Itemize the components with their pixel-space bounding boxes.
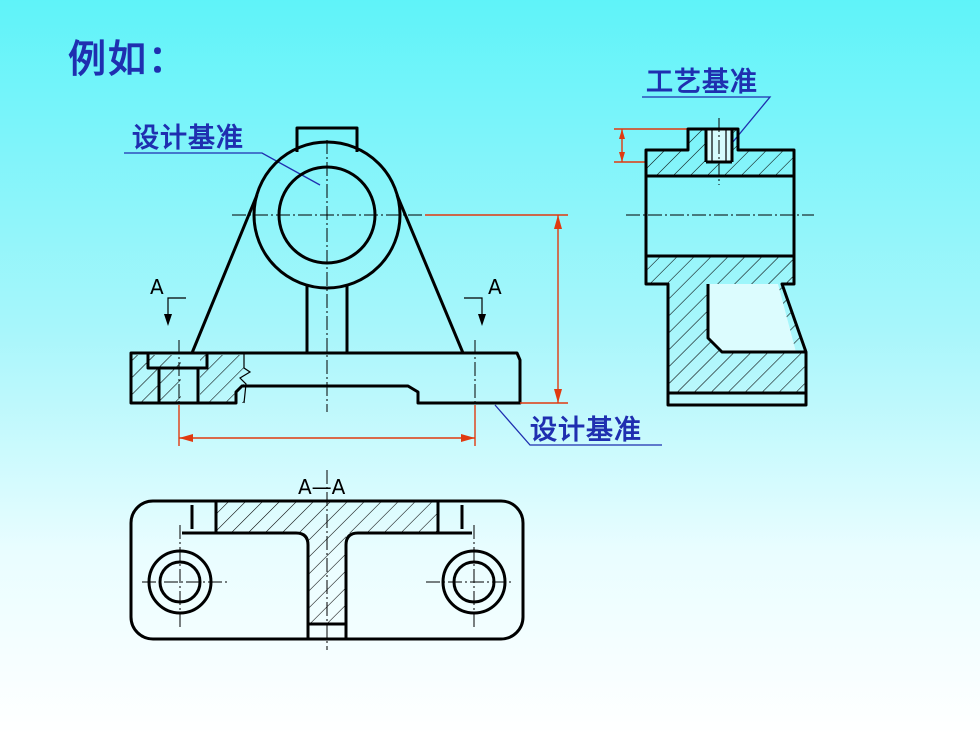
section-marker-right (464, 297, 483, 322)
front-hatch-left (131, 355, 181, 403)
counterbore (146, 353, 209, 370)
section-view-title: A—A (298, 475, 346, 499)
height-arrow-top (554, 215, 562, 229)
front-view (129, 126, 522, 414)
section-marker-left (167, 297, 186, 322)
section-left-pocket (182, 531, 310, 639)
rib-left (190, 194, 259, 354)
side-view (626, 118, 814, 407)
section-markers: A A (150, 275, 502, 326)
top-boss (295, 126, 359, 152)
slide-title: 例如： (68, 36, 189, 81)
process-datum-label: 工艺基准 (646, 67, 758, 98)
side-cavity (708, 284, 796, 352)
boss-arrow-bottom (619, 152, 625, 162)
section-view: A—A (129, 470, 525, 650)
section-arrow-left (164, 314, 172, 326)
design-datum-label-top: 设计基准 (132, 123, 244, 154)
rib-right (395, 194, 465, 354)
boss-arrow-top (619, 129, 625, 139)
break-line (239, 353, 252, 404)
design-datum-leader-top (124, 152, 321, 186)
width-arrow-right (461, 434, 475, 442)
side-outline (644, 127, 808, 407)
section-letter-left: A (150, 275, 164, 299)
base-plate (129, 351, 522, 405)
height-arrow-bottom (554, 389, 562, 403)
width-arrow-left (179, 434, 193, 442)
section-arrow-right (478, 314, 486, 326)
section-right-pocket (344, 531, 472, 639)
design-datum-label-bottom: 设计基准 (530, 415, 642, 446)
dimensions (178, 128, 690, 446)
side-cavity-outline (706, 284, 806, 354)
design-datum-leader-bottom (494, 404, 662, 446)
section-letter-right: A (488, 275, 502, 299)
